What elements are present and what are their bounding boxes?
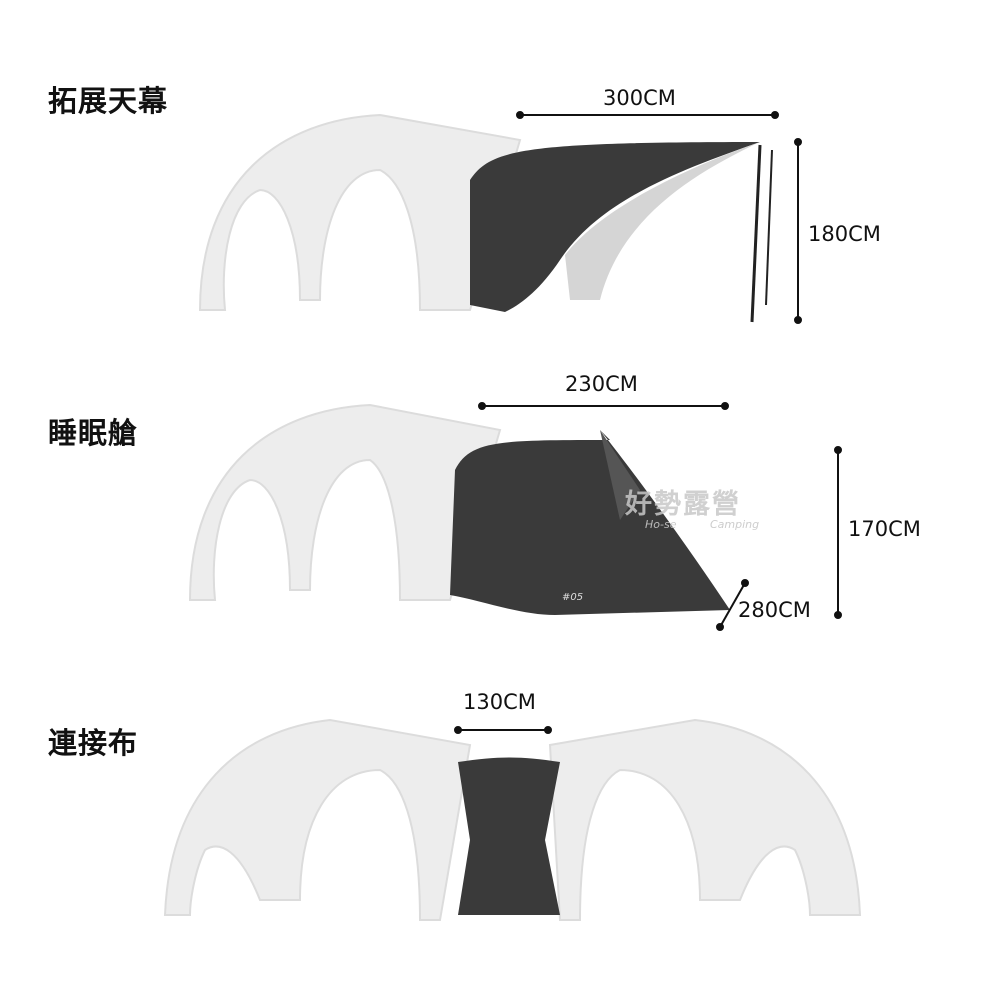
- canopy-extension: [470, 142, 760, 312]
- dim-cabin-width: 230CM: [565, 372, 638, 396]
- watermark-logo: 好勢露營: [625, 489, 741, 520]
- dim-connector-width: 130CM: [463, 690, 536, 714]
- dome-tent-2: [188, 403, 502, 601]
- dim-canopy-width: 300CM: [603, 86, 676, 110]
- dim-canopy-height: 180CM: [808, 222, 881, 246]
- cabin-badge: #05: [562, 592, 584, 603]
- dome-tent-right: [548, 718, 862, 921]
- section-title-sleeping-cabin: 睡眠艙: [48, 416, 139, 450]
- watermark-left: Ho-se: [645, 518, 677, 531]
- sleeping-cabin: [450, 430, 730, 615]
- canopy-inner: [565, 142, 760, 300]
- connector-cloth: [458, 757, 560, 915]
- section-title-connector: 連接布: [48, 726, 139, 760]
- dim-cabin-height: 170CM: [848, 517, 921, 541]
- watermark-right: Camping: [710, 518, 760, 531]
- dome-tent-left: [163, 718, 472, 921]
- section-title-canopy: 拓展天幕: [48, 84, 169, 118]
- dim-cabin-depth: 280CM: [738, 598, 811, 622]
- dome-tent-1: [198, 113, 522, 311]
- dimension-lines: [516, 111, 802, 324]
